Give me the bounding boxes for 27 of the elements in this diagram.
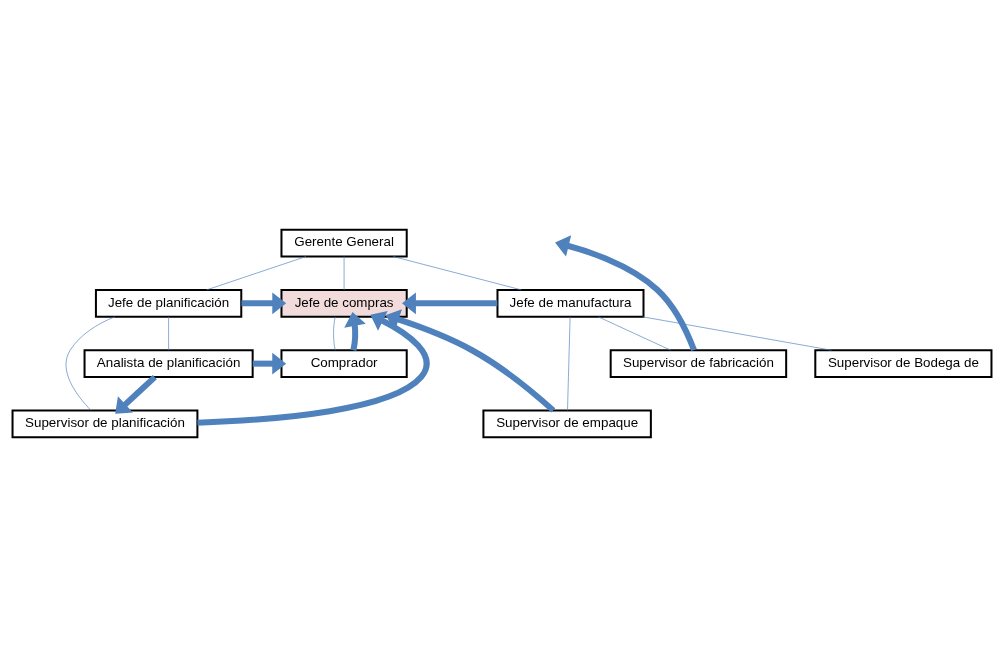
arrow [384, 308, 555, 413]
arrow [554, 234, 697, 351]
node-box: Jefe de compras [279, 288, 408, 318]
node-box: Comprador [279, 348, 408, 378]
node-box: Supervisor de planificación [11, 409, 198, 438]
node-box: Jefe de manufactura [495, 288, 644, 318]
connector [566, 315, 570, 411]
connector [65, 316, 115, 411]
arrow [343, 311, 366, 351]
arrow [114, 374, 157, 414]
node-box: Supervisor de fabricación [609, 348, 787, 378]
arrow [252, 352, 286, 375]
connector [343, 255, 344, 290]
arrow [240, 291, 286, 314]
connector [167, 316, 169, 351]
arrow [196, 310, 429, 426]
node-box: Supervisor de empaque [481, 409, 652, 438]
connector [641, 315, 832, 351]
arrow [401, 291, 497, 314]
connector [392, 255, 522, 290]
connector [597, 316, 671, 351]
node-box: Jefe de planificación [94, 288, 242, 318]
node-box: Gerente General [279, 228, 408, 257]
node-box: Supervisor de Bodega de [813, 348, 992, 378]
connector [332, 316, 336, 351]
node-box: Analista de planificación [83, 348, 254, 378]
connector [205, 255, 306, 290]
